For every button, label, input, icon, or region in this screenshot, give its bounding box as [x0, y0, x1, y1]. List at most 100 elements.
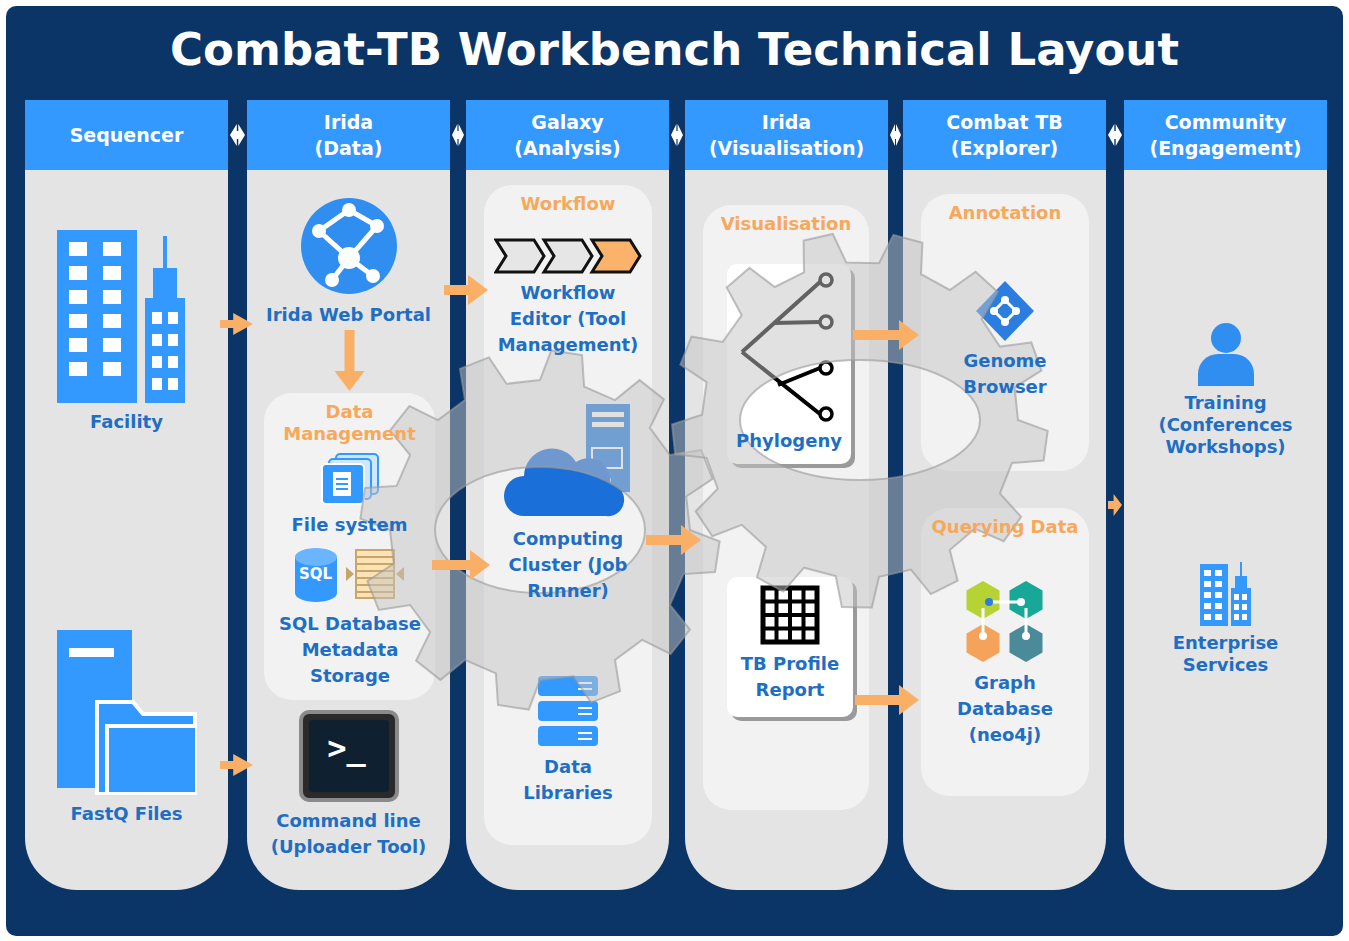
component-label: Command line (Uploader Tool) — [255, 808, 442, 860]
component-box: SQL SQL Database Metadata Storage — [270, 545, 430, 689]
icon — [536, 676, 600, 748]
component-box: Data Libraries — [500, 676, 636, 806]
component-label: Workflow Editor (Tool Management) — [490, 280, 646, 358]
icon — [1200, 560, 1252, 626]
globe-icon — [299, 196, 399, 296]
component-box: FastQ Files — [35, 630, 218, 827]
column-band: Combat TB (Explorer) AnnotationGenome Bro… — [903, 100, 1106, 890]
cloud-icon — [502, 402, 634, 520]
component-box: Facility — [35, 228, 218, 435]
flow-arrow — [855, 685, 919, 715]
icon-label: SQL — [293, 565, 339, 584]
column-header: Irida (Visualisation) — [689, 109, 884, 161]
icon — [963, 580, 1047, 664]
icon — [57, 630, 197, 795]
column-header: Community (Engagement) — [1136, 109, 1316, 161]
component-label: Facility — [35, 409, 218, 435]
flow-arrow — [444, 275, 488, 305]
component-box: File system — [272, 452, 427, 538]
lib-icon — [536, 676, 600, 748]
component-label: TB Profile Report — [727, 651, 853, 703]
flow-arrow — [853, 320, 919, 350]
component-label: SQL Database Metadata Storage — [270, 611, 430, 689]
component-box: Graph Database (neo4j) — [930, 580, 1080, 748]
component-label: Training (Conferences Workshops) — [1134, 392, 1317, 458]
column-header-bar: Irida (Data) — [247, 100, 450, 170]
icon — [318, 452, 382, 506]
files-icon — [318, 452, 382, 506]
group-panel: AnnotationGenome Browser — [921, 194, 1089, 471]
group-panel: WorkflowWorkflow Editor (Tool Management… — [484, 185, 652, 845]
icon-label: >_ — [317, 730, 377, 766]
icon — [502, 402, 634, 520]
flow-arrow — [1108, 124, 1122, 146]
column-header: Irida (Data) — [299, 109, 399, 161]
panel-heading: Data Management — [264, 393, 435, 445]
group-panel: Querying DataGraph Database (neo4j) — [921, 508, 1089, 796]
component-label: Graph Database (neo4j) — [930, 670, 1080, 748]
fastq-icon — [57, 630, 197, 795]
flow-arrow — [335, 330, 365, 391]
flow-arrow — [1108, 494, 1122, 516]
icon — [299, 196, 399, 296]
gear — [360, 350, 719, 709]
icon — [734, 272, 844, 422]
component-box: Genome Browser — [930, 280, 1080, 400]
column-band: SequencerFacilityFastQ Files — [25, 100, 228, 890]
facility-icon — [57, 228, 197, 403]
icon: SQL — [293, 545, 408, 605]
column-header-bar: Community (Engagement) — [1124, 100, 1327, 170]
flow-arrow — [230, 124, 245, 146]
person-icon — [1196, 322, 1256, 386]
panel-heading: Visualisation — [703, 205, 869, 235]
component-box: Enterprise Services — [1134, 560, 1317, 676]
column-header: Sequencer — [32, 122, 222, 148]
component-label: FastQ Files — [35, 801, 218, 827]
flow-arrow — [452, 124, 464, 146]
panel-heading: Annotation — [921, 194, 1089, 224]
column-band: Irida (Data)Irida Web PortalData Managem… — [247, 100, 450, 890]
column-header-bar: Irida (Visualisation) — [685, 100, 888, 170]
icon — [1196, 322, 1256, 386]
column-band: Community (Engagement) Training (Conferen… — [1124, 100, 1327, 890]
icon — [975, 280, 1035, 342]
component-card: TB Profile Report — [727, 577, 853, 717]
column-header-bar: Sequencer — [25, 100, 228, 170]
panel-heading: Workflow — [484, 185, 652, 215]
column-header: Combat TB (Explorer) — [940, 109, 1070, 161]
column-header-bar: Galaxy (Analysis) — [466, 100, 669, 170]
component-box: Computing Cluster (Job Runner) — [492, 402, 644, 604]
group-panel: VisualisationPhylogeny TB Profile Report — [703, 205, 869, 810]
diagram-title: Combat-TB Workbench Technical Layout — [0, 20, 1349, 80]
gear — [672, 234, 1048, 608]
component-box: >_ Command line (Uploader Tool) — [255, 710, 442, 860]
component-label: Genome Browser — [930, 348, 1080, 400]
component-label: Enterprise Services — [1134, 632, 1317, 676]
group-panel: Data ManagementFile systemSQL SQL Databas… — [264, 393, 435, 700]
panel-heading: Querying Data — [921, 508, 1089, 538]
diamond-icon — [975, 280, 1035, 342]
flow-arrow — [432, 550, 490, 580]
icon: >_ — [299, 710, 399, 802]
flow-arrow — [220, 313, 253, 335]
grid-icon — [760, 585, 820, 645]
column-header-bar: Combat TB (Explorer) — [903, 100, 1106, 170]
column-header: Galaxy (Analysis) — [508, 109, 628, 161]
flow-arrow — [890, 124, 901, 146]
component-card: Phylogeny — [727, 264, 851, 464]
component-label: Phylogeny — [732, 428, 846, 454]
component-label: Computing Cluster (Job Runner) — [492, 526, 644, 604]
column-band: Irida (Visualisation) VisualisationPhylog… — [685, 100, 888, 890]
component-label: File system — [272, 512, 427, 538]
component-box: Training (Conferences Workshops) — [1134, 322, 1317, 458]
column-band: Galaxy (Analysis) WorkflowWorkflow Editor… — [466, 100, 669, 890]
component-box: Workflow Editor (Tool Management) — [490, 238, 646, 358]
icon — [760, 585, 820, 645]
component-label: Data Libraries — [500, 754, 636, 806]
chev-icon — [494, 238, 642, 274]
flow-arrow — [220, 754, 253, 776]
